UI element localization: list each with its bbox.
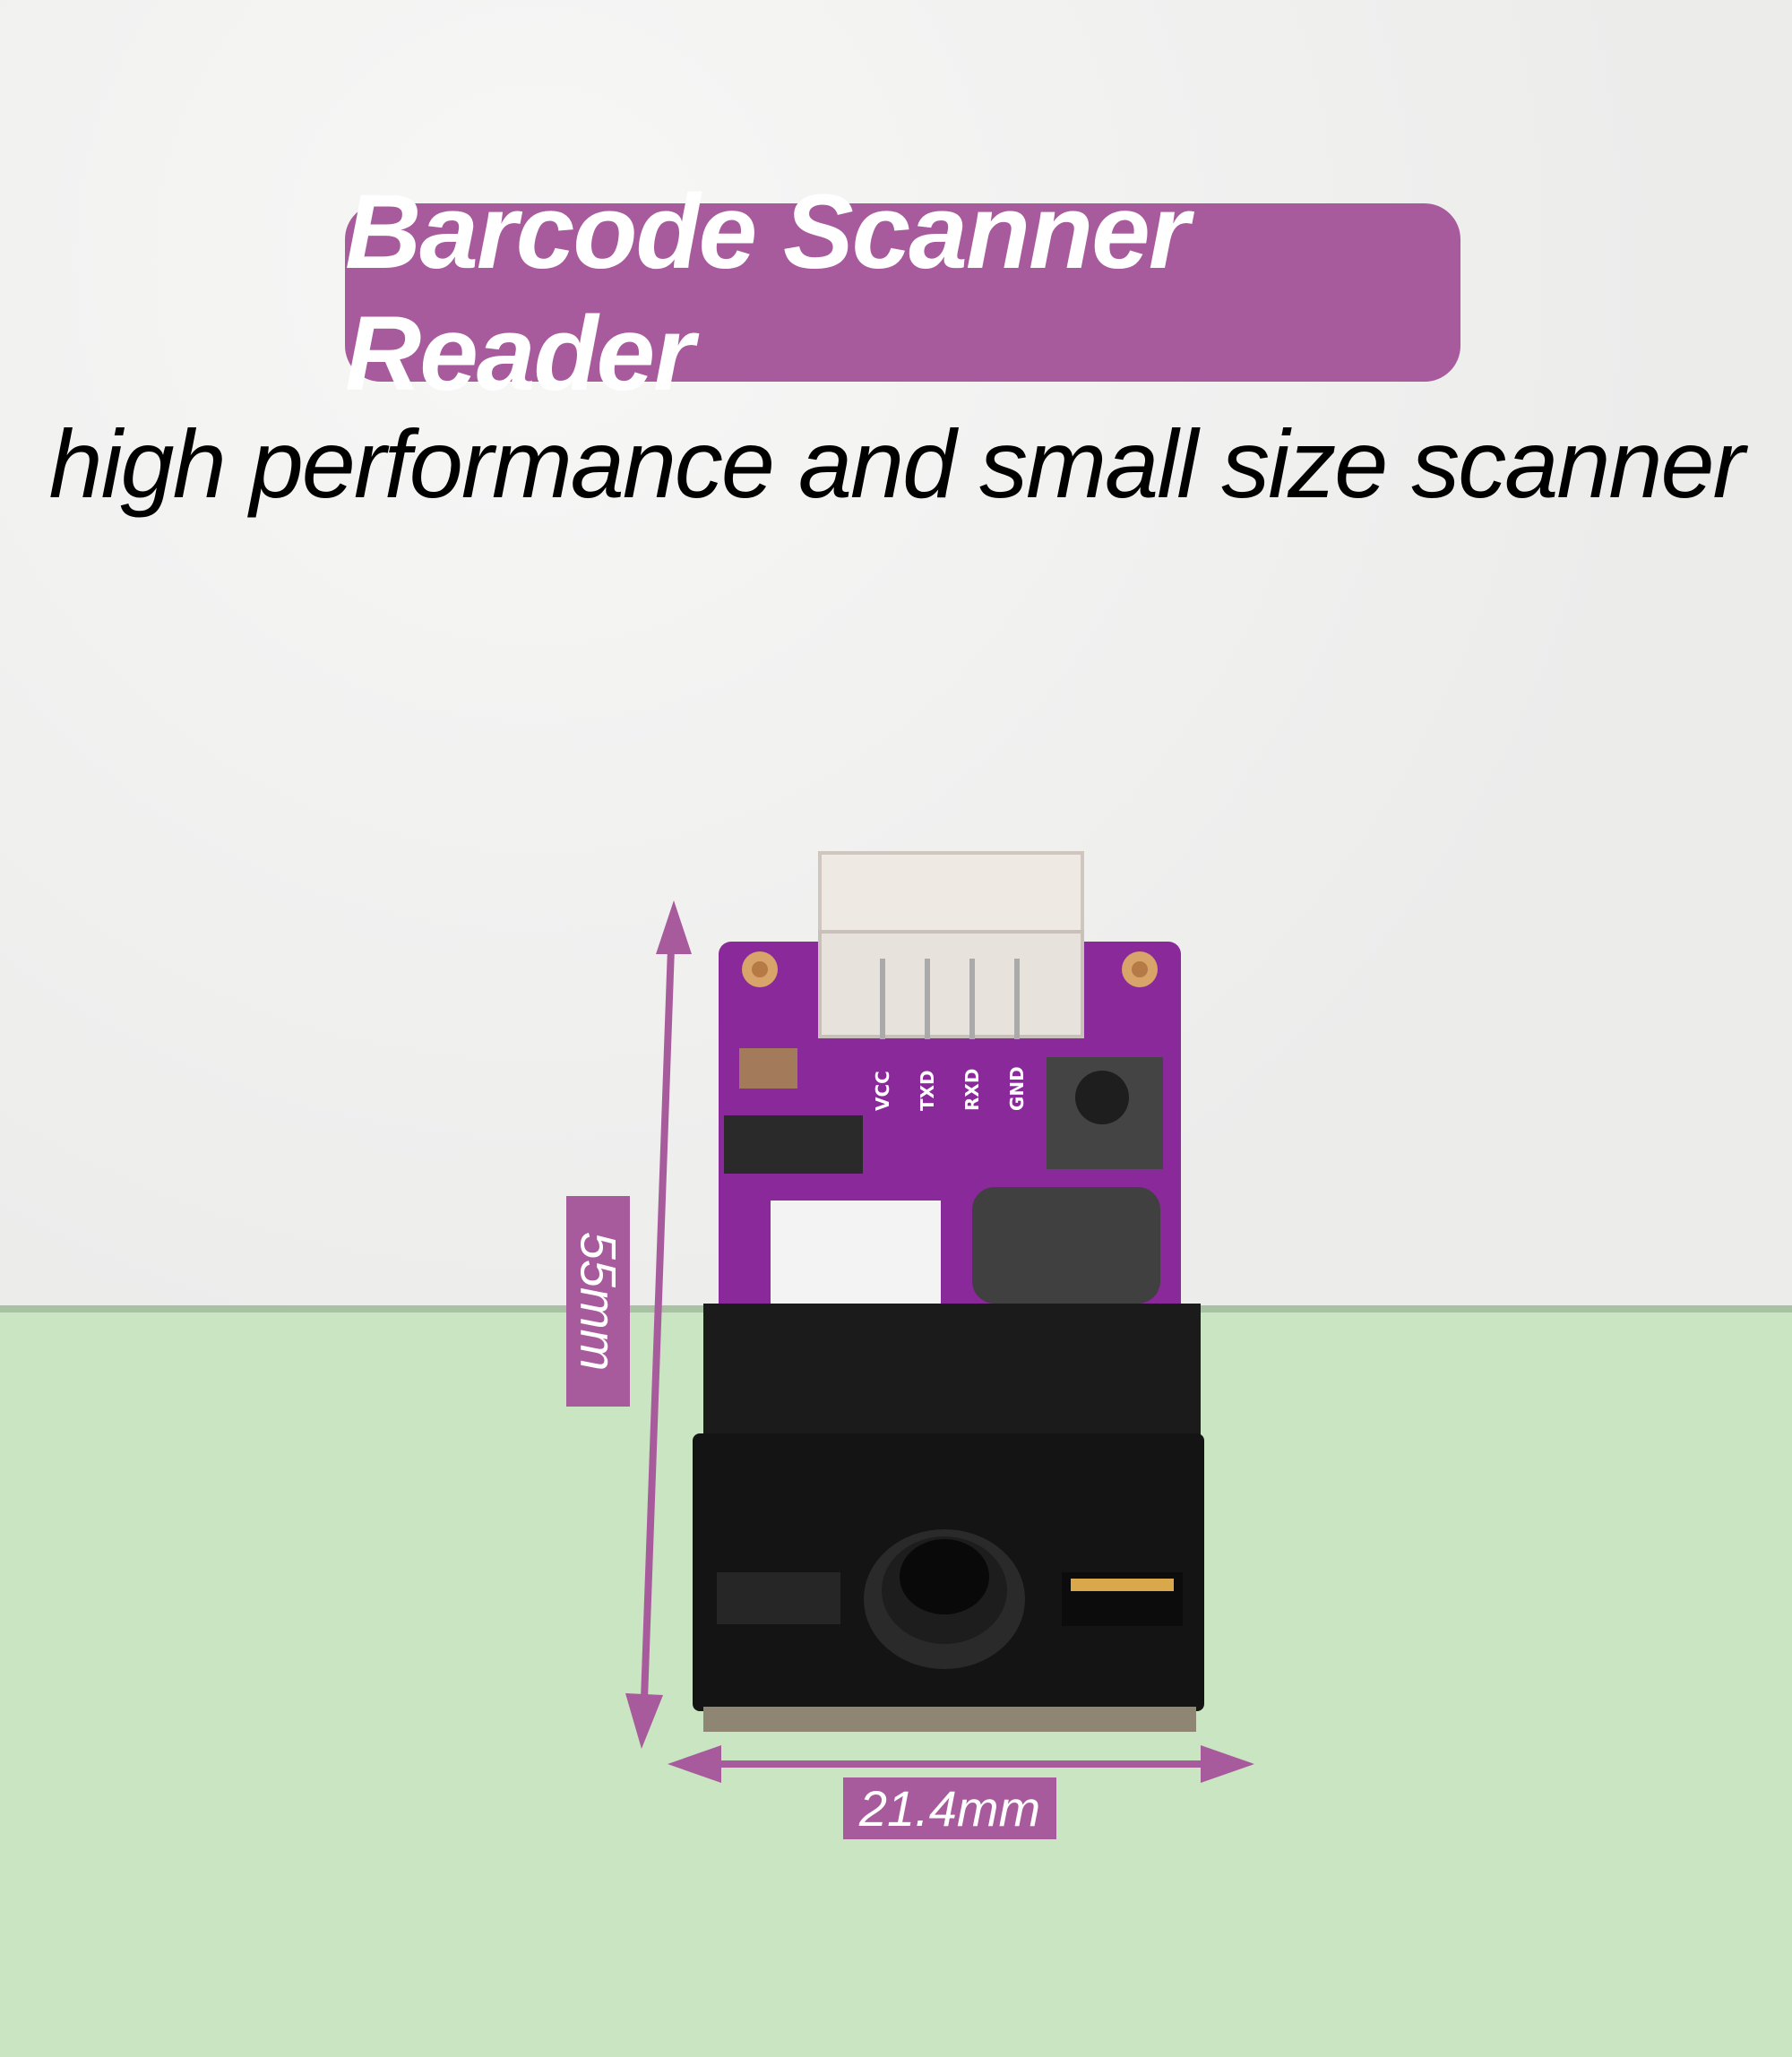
pcb-label-rxd: RXD xyxy=(961,1069,983,1111)
pcb-label-vcc: VCC xyxy=(872,1071,893,1111)
pcb-label-txd: TXD xyxy=(917,1070,938,1111)
scanner-housing xyxy=(693,1304,1204,1732)
width-arrow xyxy=(668,1745,1254,1783)
page-title: Barcode Scanner Reader xyxy=(345,172,1190,413)
pcb-board xyxy=(719,930,1181,1318)
subtitle: high performance and small size scanner xyxy=(48,409,1745,518)
title-banner: Barcode Scanner Reader xyxy=(345,173,1460,413)
width-dimension-label: 21.4mm xyxy=(843,1777,1056,1839)
pcb-label-gnd: GND xyxy=(1006,1066,1028,1111)
height-arrow xyxy=(625,900,692,1749)
lens-icon xyxy=(864,1529,1025,1669)
height-dimension-label: 55mm xyxy=(566,1196,630,1407)
height-value: 55mm xyxy=(570,1231,626,1372)
width-value: 21.4mm xyxy=(858,1780,1041,1837)
